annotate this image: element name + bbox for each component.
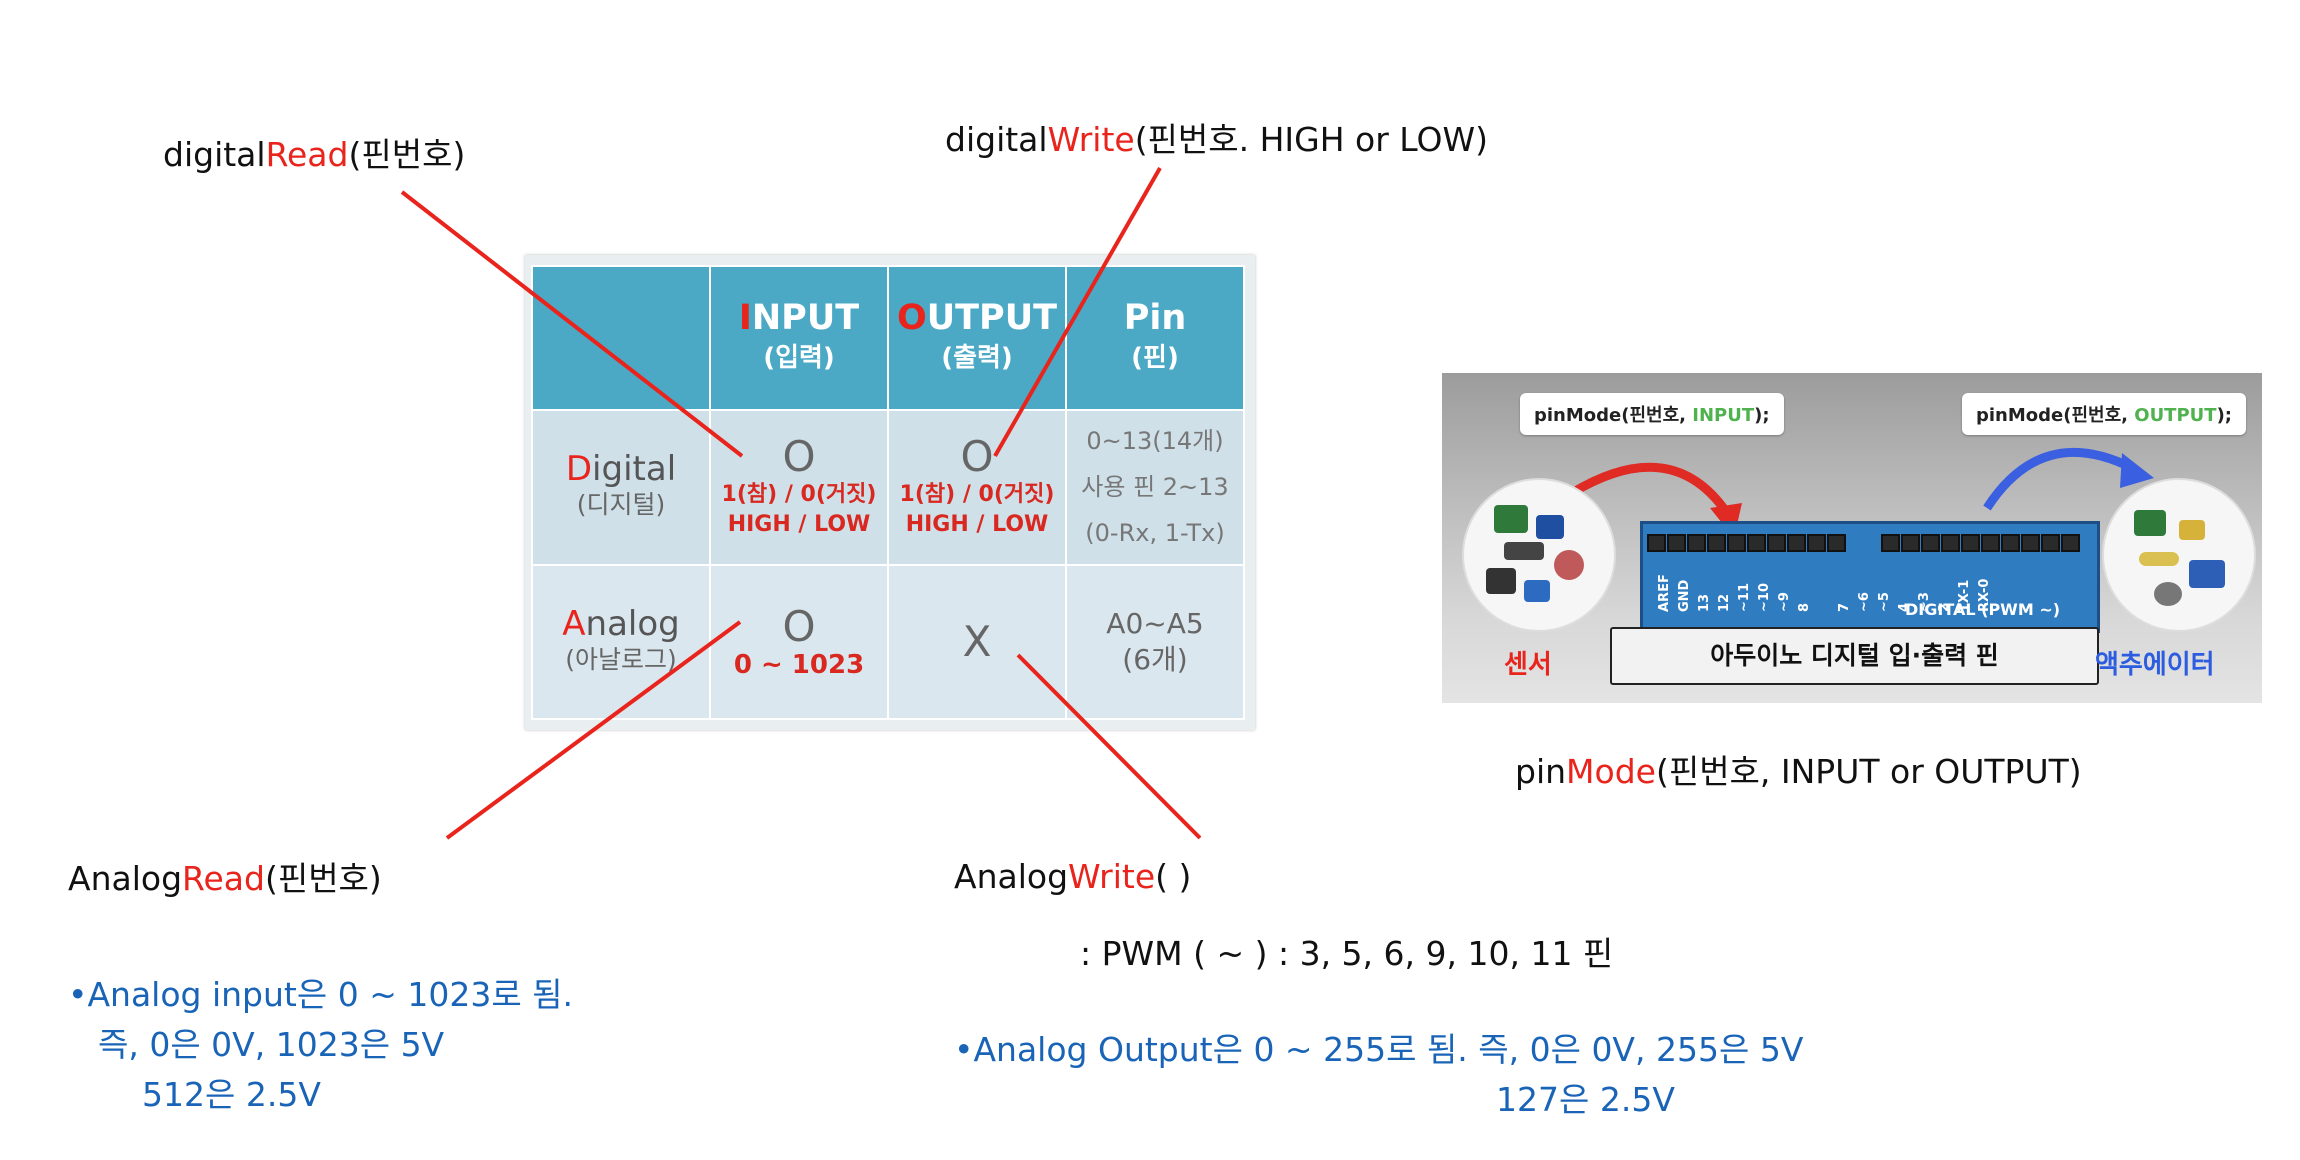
- header-left: [1647, 534, 1847, 554]
- analog-write-label: AnalogWrite( ): [954, 857, 1192, 896]
- table-header-row: INPUT (입력) OUTPUT (출력) Pin (핀): [531, 265, 1245, 411]
- board-caption: 아두이노 디지털 입·출력 핀: [1610, 627, 2099, 685]
- pin-mode-label: pinMode(핀번호, INPUT or OUTPUT): [1515, 752, 2082, 791]
- cell-digital-pin: 0~13(14개) 사용 핀 2~13 (0-Rx, 1-Tx): [1065, 409, 1245, 566]
- analog-read-label: AnalogRead(핀번호): [68, 859, 382, 898]
- cell-analog-output: X: [887, 563, 1067, 720]
- blue-arrowhead: [2120, 453, 2154, 488]
- table-row-analog: Analog (아날로그) O 0 ~ 1023 X A0~A5 (6개): [531, 563, 1245, 720]
- header-pin: Pin (핀): [1065, 265, 1245, 411]
- digital-write-label: digitalWrite(핀번호. HIGH or LOW): [945, 120, 1488, 159]
- pinmode-output-box: pinMode(핀번호, OUTPUT);: [1962, 393, 2246, 435]
- digital-read-label: digitalRead(핀번호): [163, 135, 466, 174]
- cell-digital-input: O 1(참) / 0(거짓) HIGH / LOW: [709, 409, 889, 566]
- row-head-analog: Analog (아날로그): [531, 563, 711, 720]
- arduino-io-image: pinMode(핀번호, INPUT); pinMode(핀번호, OUTPUT…: [1442, 373, 2262, 703]
- header-input: INPUT (입력): [709, 265, 889, 411]
- arrows: [1569, 447, 2154, 538]
- actuator-label: 액추에이터: [2095, 650, 2215, 680]
- analog-input-note-line2: 즉, 0은 0V, 1023은 5V: [98, 1025, 445, 1064]
- analog-write-line: [1016, 653, 1202, 840]
- io-table-panel: INPUT (입력) OUTPUT (출력) Pin (핀) Digital (…: [525, 255, 1255, 730]
- pinmode-input-box: pinMode(핀번호, INPUT);: [1520, 393, 1784, 435]
- blue-arrow: [1983, 447, 2135, 511]
- table-row-digital: Digital (디지털) O 1(참) / 0(거짓) HIGH / LOW …: [531, 409, 1245, 566]
- red-arrow: [1569, 462, 1731, 516]
- cell-analog-input: O 0 ~ 1023: [709, 563, 889, 720]
- digital-read-line: [400, 190, 744, 458]
- arduino-board: AREF GND 13 12 ~11 ~10 ~9 8 7 ~6 ~5 4 ~3…: [1640, 521, 2100, 633]
- analog-output-note-line2: 127은 2.5V: [1496, 1080, 1675, 1119]
- sensor-circle: [1462, 478, 1616, 632]
- actuator-circle: [2102, 478, 2256, 632]
- header-right: [1881, 534, 2081, 554]
- analog-output-note-line1: •Analog Output은 0 ~ 255로 됨. 즉, 0은 0V, 25…: [954, 1030, 1804, 1069]
- header-empty: [531, 265, 711, 411]
- cell-digital-output: O 1(참) / 0(거짓) HIGH / LOW: [887, 409, 1067, 566]
- cell-analog-pin: A0~A5 (6개): [1065, 563, 1245, 720]
- sensor-label: 센서: [1504, 650, 1552, 680]
- row-head-digital: Digital (디지털): [531, 409, 711, 566]
- digital-write-line: [993, 167, 1162, 457]
- analog-input-note-line3: 512은 2.5V: [142, 1075, 321, 1114]
- io-table: INPUT (입력) OUTPUT (출력) Pin (핀) Digital (…: [531, 265, 1245, 720]
- analog-read-line: [445, 620, 742, 840]
- analog-input-note-line1: •Analog input은 0 ~ 1023로 됨.: [68, 975, 574, 1014]
- digital-pwm-label: DIGITAL (PWM ~): [1905, 600, 2061, 619]
- pwm-note: : PWM ( ~ ) : 3, 5, 6, 9, 10, 11 핀: [1080, 934, 1614, 973]
